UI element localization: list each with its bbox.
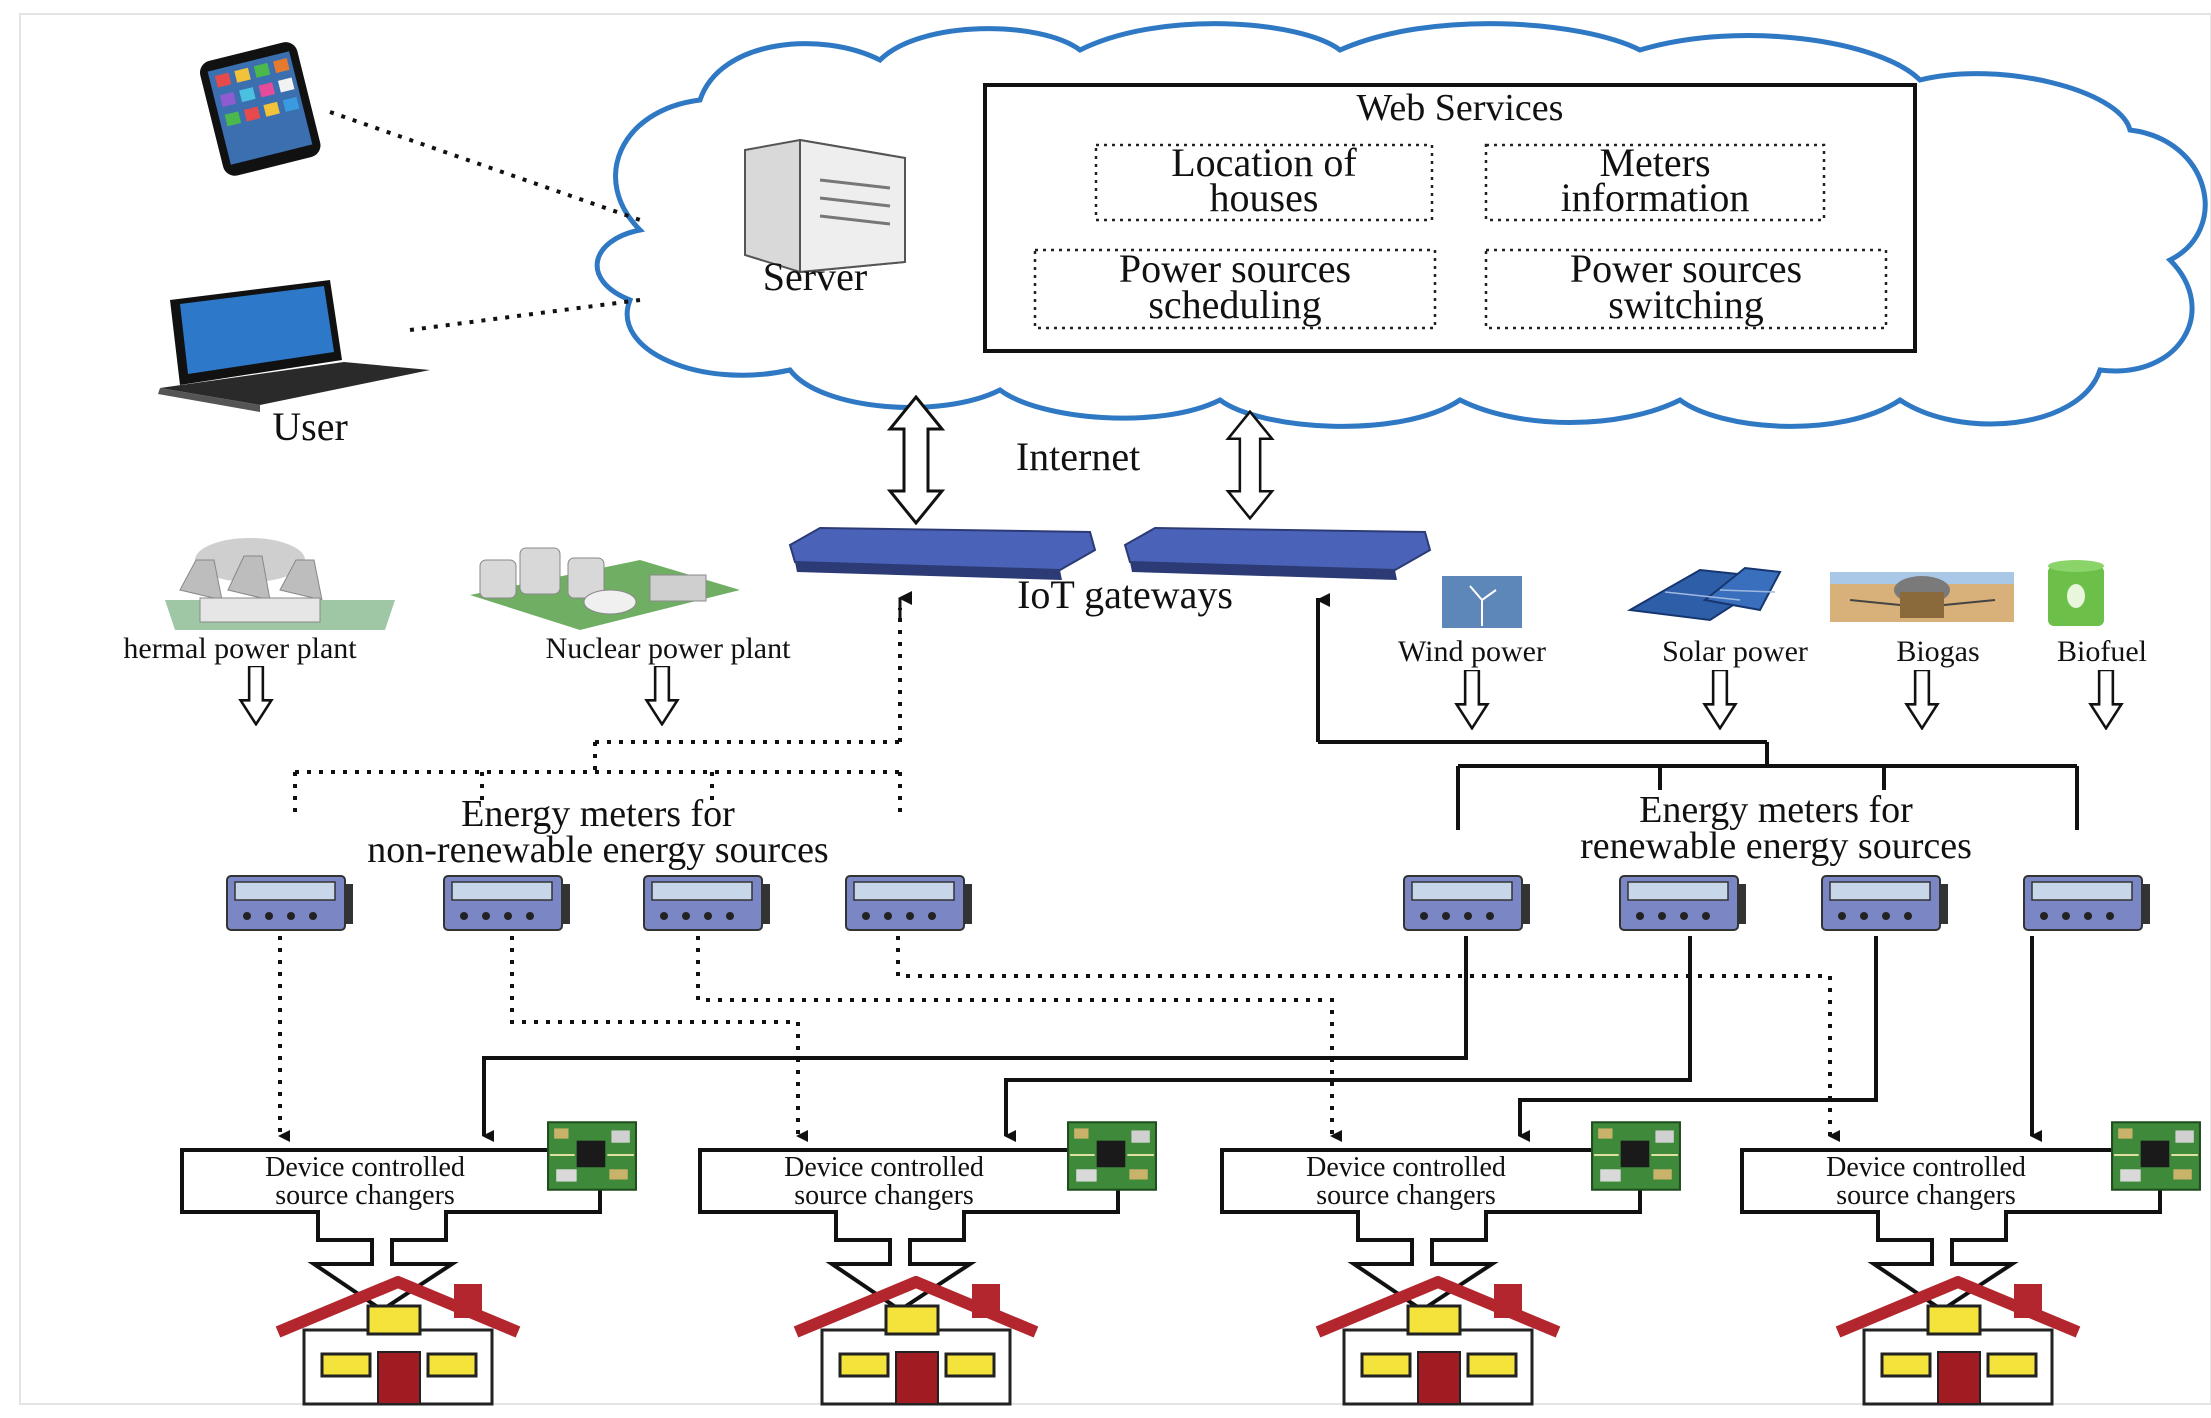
service-2-line1: Meters [1599, 140, 1710, 185]
web-services-box: Web Services Location of houses Meters i… [983, 83, 1917, 353]
changer-3-line1: Device controlled [1306, 1152, 1506, 1183]
changer-4-line2: source changers [1836, 1180, 2016, 1211]
service-3-line1: Power sources [1119, 246, 1351, 291]
internet-label: Internet [1016, 434, 1140, 479]
changer-1-line2: source changers [275, 1180, 455, 1211]
solar-power-label: Solar power [1662, 635, 1808, 668]
service-4-line2: switching [1608, 282, 1764, 327]
controller-board-icon [547, 1121, 637, 1191]
service-3-line2: scheduling [1148, 282, 1321, 327]
nuclear-plant-label: Nuclear power plant [546, 632, 792, 665]
service-power-switching [1484, 248, 1888, 330]
meter-icon-nr4 [845, 875, 973, 931]
meter-icon-r3 [1821, 875, 1949, 931]
service-2-line2: information [1561, 175, 1750, 220]
renewable-changer-links [482, 936, 2042, 1142]
renewable-meter-links [1316, 598, 2079, 830]
meter-icon-nr3 [643, 875, 771, 931]
laptop-server-link [409, 298, 641, 332]
solar-power-icon [1626, 566, 1782, 622]
wind-power-label: Wind power [1398, 635, 1546, 668]
gateway-2-icon [1123, 526, 1432, 580]
nuclear-plant-icon [470, 547, 740, 630]
nonrenewable-meters-label-2: non-renewable energy sources [367, 829, 828, 871]
nonrenewable-meter-links [293, 608, 902, 820]
service-4-line1: Power sources [1570, 246, 1802, 291]
thermal-plant-label: hermal power plant [123, 632, 357, 665]
changer-1-line1: Device controlled [265, 1152, 465, 1183]
biofuel-icon [2048, 560, 2104, 626]
meter-icon-r1 [1403, 875, 1531, 931]
user-label: User [272, 404, 348, 449]
meter-icon-r2 [1619, 875, 1747, 931]
changer-4-line1: Device controlled [1826, 1152, 2026, 1183]
nonrenewable-meters-label-1: Energy meters for [461, 793, 735, 835]
service-1-line2: houses [1210, 175, 1319, 220]
source-changer-1: Device controlled source changers [180, 1121, 637, 1313]
meter-icon-r4 [2023, 875, 2151, 931]
smartphone-icon [200, 42, 321, 176]
gateways-label: IoT gateways [1017, 572, 1233, 617]
biogas-icon [1830, 572, 2014, 622]
service-power-scheduling [1033, 248, 1437, 330]
service-location-houses [1094, 143, 1434, 222]
laptop-icon [158, 280, 430, 412]
changer-3-line2: source changers [1316, 1180, 1496, 1211]
meter-icon-nr2 [443, 875, 571, 931]
controller-board-icon [2111, 1121, 2201, 1191]
biofuel-label: Biofuel [2057, 635, 2147, 668]
biogas-label: Biogas [1896, 635, 1979, 668]
controller-board-icon [1067, 1121, 1157, 1191]
source-changer-3: Device controlled source changers [1220, 1121, 1681, 1313]
source-changer-2: Device controlled source changers [698, 1121, 1157, 1313]
meter-icon-nr1 [226, 875, 354, 931]
nonrenewable-changer-links [278, 936, 1840, 1142]
web-services-title: Web Services [1357, 87, 1564, 129]
server-icon [744, 138, 906, 274]
changer-2-line1: Device controlled [784, 1152, 984, 1183]
renewable-meters-label-1: Energy meters for [1639, 789, 1913, 831]
thermal-plant-icon [165, 538, 395, 630]
wind-power-icon [1442, 576, 1522, 628]
changer-2-line2: source changers [794, 1180, 974, 1211]
server-label: Server [763, 254, 867, 299]
controller-board-icon [1591, 1121, 1681, 1191]
renewable-meters-label-2: renewable energy sources [1580, 825, 1972, 867]
service-meters-information [1484, 143, 1826, 222]
gateway-1-icon [788, 526, 1097, 580]
service-1-line1: Location of [1171, 140, 1357, 185]
